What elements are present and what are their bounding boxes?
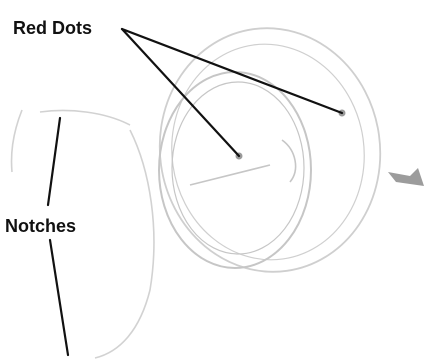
leader-red-dots-outer [122,29,342,113]
housing-right-edge [95,130,154,358]
outer-ring-inner-edge [158,32,378,273]
inner-disc-rim [172,82,304,254]
leader-lines [48,29,342,355]
leader-notches-bottom [50,240,68,355]
outer-ring [144,14,396,286]
label-red-dots: Red Dots [13,18,92,38]
inner-disc-edge [159,72,311,268]
housing-left-edge [11,110,22,172]
leader-red-dots-inner [122,29,239,156]
leader-notches-top [48,118,60,205]
inner-disc [159,72,311,268]
disc-line [190,165,270,185]
rotation-arrow-icon [388,168,424,186]
housing-top-edge [40,111,130,125]
disc-tab [282,140,296,182]
label-notches: Notches [5,216,76,236]
outer-ring-edge [144,14,396,286]
